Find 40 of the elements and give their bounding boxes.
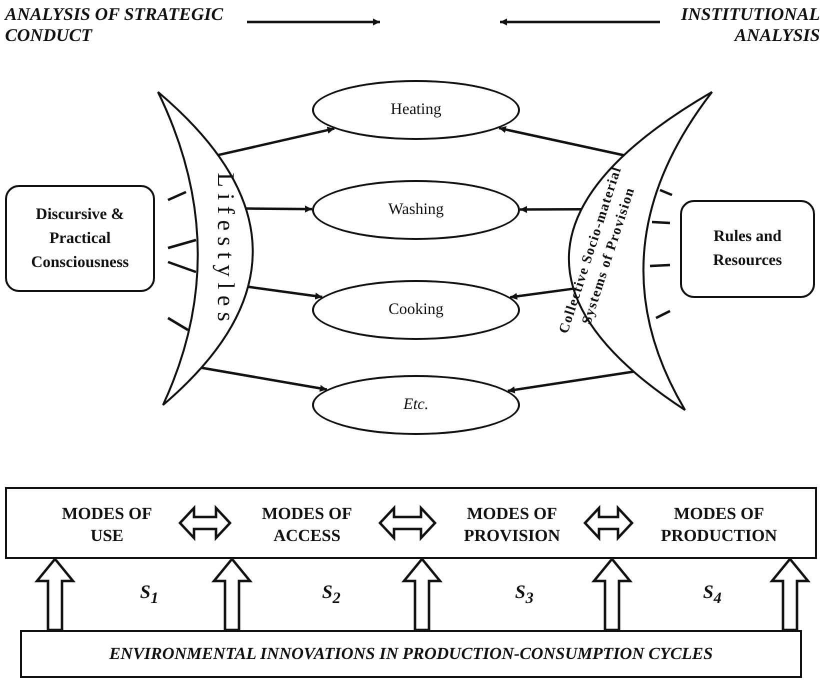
block-arrow (591, 557, 633, 632)
mode-label: MODES OF PRODUCTION (634, 497, 804, 553)
mode-label: MODES OF ACCESS (232, 497, 382, 553)
ellipse-label: Etc. (403, 396, 429, 414)
arrow (508, 370, 634, 394)
arrow (520, 206, 582, 213)
ellipse-label: Heating (390, 101, 442, 119)
block-arrow (401, 557, 443, 632)
arrow (247, 18, 380, 26)
box-label: ENVIRONMENTAL INNOVATIONS IN PRODUCTION-CONSUMPTION CYCLES (109, 644, 713, 664)
arrow (248, 286, 322, 300)
stage-label: S$_{2}$ (322, 582, 340, 608)
arrow (201, 366, 328, 392)
arrow (498, 126, 624, 156)
mode-label: MODES OF USE (32, 497, 182, 553)
text-box (20, 630, 802, 678)
mode-label: MODES OF PROVISION (437, 497, 587, 553)
double-block-arrow (583, 504, 634, 542)
arrow (510, 287, 574, 300)
crescent-label: Lifestyles (211, 172, 239, 330)
arrow (500, 18, 660, 26)
arrow (246, 206, 312, 213)
rounded-box (5, 185, 155, 292)
block-arrow (211, 557, 253, 632)
heading-text: INSTITUTIONAL ANALYSIS (664, 4, 820, 48)
block-arrow (769, 557, 811, 632)
heading-text: ANALYSIS OF STRATEGIC CONDUCT (5, 4, 245, 48)
double-block-arrow (378, 504, 437, 542)
double-block-arrow (178, 504, 232, 542)
rounded-box (680, 200, 815, 298)
arrow (218, 126, 335, 156)
ellipse-label: Cooking (388, 301, 444, 319)
stage-label: S$_{3}$ (515, 582, 534, 608)
box-label: Discursive & Practical Consciousness (30, 204, 130, 272)
box-label: Rules and Resources (712, 227, 784, 271)
stage-label: S$_{4}$ (703, 582, 722, 608)
frame-box (5, 487, 817, 559)
ellipse-label: Washing (388, 201, 444, 219)
stage-label: S$_{1}$ (140, 582, 158, 608)
block-arrow (34, 557, 76, 632)
